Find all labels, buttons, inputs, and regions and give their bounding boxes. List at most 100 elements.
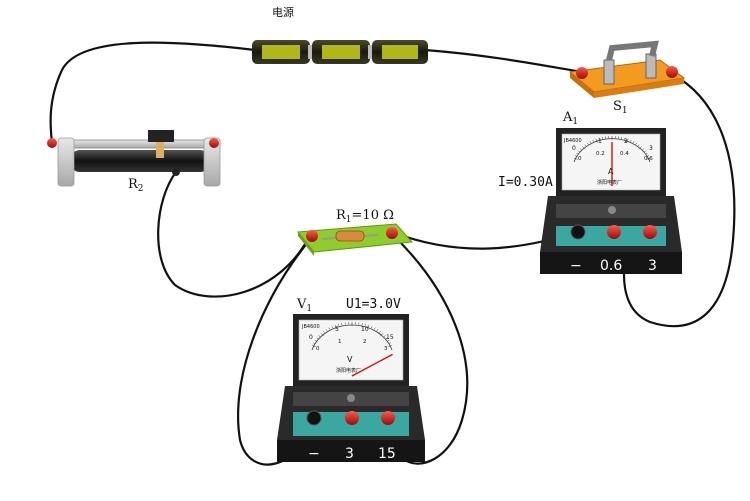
voltmeter-scale-top-2: 10 — [361, 326, 369, 333]
meter-tick — [379, 331, 381, 333]
ammeter-ticks — [573, 136, 651, 160]
meter-tick — [626, 138, 629, 143]
meter-tick — [385, 337, 388, 340]
voltmeter-terminal-15 — [381, 411, 395, 425]
meter-tick — [578, 150, 581, 153]
voltmeter-scale-top-1: 5 — [335, 326, 339, 333]
meter-tick — [646, 155, 649, 157]
meter-tick — [387, 340, 390, 342]
meter-tick — [642, 148, 645, 151]
meter-tick — [579, 148, 582, 151]
meter-tick — [316, 337, 319, 340]
ammeter-scale-bottom-0: 0 — [578, 156, 582, 162]
meter-tick — [388, 345, 393, 347]
voltmeter-needle — [351, 353, 393, 377]
meter-tick — [632, 141, 635, 144]
switch-label: S1 — [613, 99, 628, 116]
voltmeter-terminal-3 — [345, 411, 359, 425]
meter-tick — [313, 342, 316, 344]
voltmeter-reading: U1=3.0V — [346, 297, 401, 312]
meter-tick — [645, 152, 648, 155]
voltmeter-scale-top-3: 15 — [386, 334, 394, 341]
resistor: R1=10 Ω — [297, 208, 414, 256]
meter-tick — [320, 333, 324, 337]
meter-tick — [367, 324, 370, 329]
ammeter-scale-top-3: 3 — [649, 145, 653, 152]
meter-tick — [630, 139, 632, 142]
battery-pack: 电源 — [252, 5, 428, 64]
ammeter-scale-top-2: 2 — [624, 138, 628, 145]
wires — [49, 41, 736, 466]
voltmeter-unit: V — [347, 355, 353, 364]
power-source-label: 电源 — [272, 5, 294, 19]
battery-cell — [312, 40, 372, 64]
ammeter-terminal-06-label: 0.6 — [600, 258, 622, 274]
meter-tick — [314, 340, 317, 342]
meter-tick — [638, 146, 642, 150]
meter-tick — [643, 150, 646, 153]
rheostat: R2 — [47, 130, 221, 194]
meter-tick — [584, 144, 587, 147]
voltmeter-maker: JB4600 — [301, 324, 320, 330]
voltmeter-terminal-15-label: 15 — [378, 446, 396, 462]
ammeter-scale-top-0: 0 — [572, 145, 576, 152]
meter-tick — [586, 142, 589, 145]
ammeter: A1 I=0.30A JB4600 0 1 2 3 0 0.2 0.4 0.6 … — [498, 110, 682, 274]
meter-tick — [325, 329, 328, 332]
voltmeter-scale-top-0: 0 — [309, 334, 313, 341]
meter-tick — [376, 329, 379, 332]
rheostat-terminal-right — [209, 138, 219, 148]
wire-battery-switch — [423, 48, 584, 74]
ammeter-brand: 浙阳电表厂 — [597, 179, 622, 186]
rheostat-terminal-left — [47, 138, 57, 148]
ammeter-terminal-3-label: 3 — [648, 258, 657, 274]
meter-tick — [595, 138, 598, 143]
voltmeter-scale-bottom-3: 3 — [384, 346, 388, 352]
ammeter-maker: JB4600 — [563, 138, 582, 144]
meter-tick — [646, 157, 651, 160]
voltmeter-brand: 浙阳电表厂 — [336, 367, 361, 374]
wire-rheostat-resistor — [157, 170, 312, 298]
meter-tick — [624, 137, 626, 140]
ammeter-reading: I=0.30A — [498, 175, 553, 190]
ammeter-label: A1 — [562, 110, 578, 127]
ammeter-terminal-3 — [643, 225, 657, 239]
meter-tick — [383, 335, 386, 337]
ammeter-scale-top-1: 1 — [598, 138, 602, 145]
voltmeter-terminal-neg-label: − — [308, 446, 320, 462]
switch: S1 — [568, 40, 686, 116]
battery-cell — [372, 40, 428, 64]
rheostat-label: R2 — [128, 177, 144, 194]
resistor-label: R1=10 Ω — [336, 208, 394, 225]
meter-tick — [635, 142, 638, 145]
switch-terminal-right — [666, 66, 678, 78]
voltmeter-scale-bottom-1: 1 — [338, 339, 342, 345]
voltmeter-terminal-neg — [306, 410, 322, 426]
switch-terminal-left — [576, 67, 588, 79]
meter-tick — [573, 157, 578, 160]
voltmeter-scale-bottom-2: 2 — [363, 339, 367, 345]
ammeter-scale-bottom-3: 0.6 — [644, 156, 653, 162]
voltmeter-label: V1 — [296, 297, 312, 314]
rheostat-terminal-bottom — [172, 168, 180, 176]
voltmeter-terminal-3-label: 3 — [345, 446, 354, 462]
resistor-terminal-left — [306, 230, 318, 242]
meter-tick — [318, 335, 321, 337]
ammeter-terminal-neg — [570, 224, 586, 240]
ammeter-dial — [561, 133, 661, 191]
meter-tick — [323, 331, 325, 333]
ammeter-terminal-neg-label: − — [570, 258, 582, 274]
meter-tick — [364, 323, 367, 326]
meter-tick — [592, 139, 594, 142]
meter-tick — [331, 326, 333, 329]
voltmeter: V1 U1=3.0V JB4600 0 5 10 15 0 1 2 3 V 浙阳… — [277, 297, 425, 462]
meter-tick — [388, 342, 391, 344]
ammeter-scale-bottom-2: 0.4 — [620, 151, 629, 157]
meter-tick — [598, 137, 600, 140]
voltmeter-scale-bottom-0: 0 — [316, 346, 320, 352]
ammeter-scale-bottom-1: 0.2 — [596, 151, 605, 157]
meter-tick — [328, 327, 331, 330]
wire-switch-ammeter-3 — [622, 72, 736, 328]
